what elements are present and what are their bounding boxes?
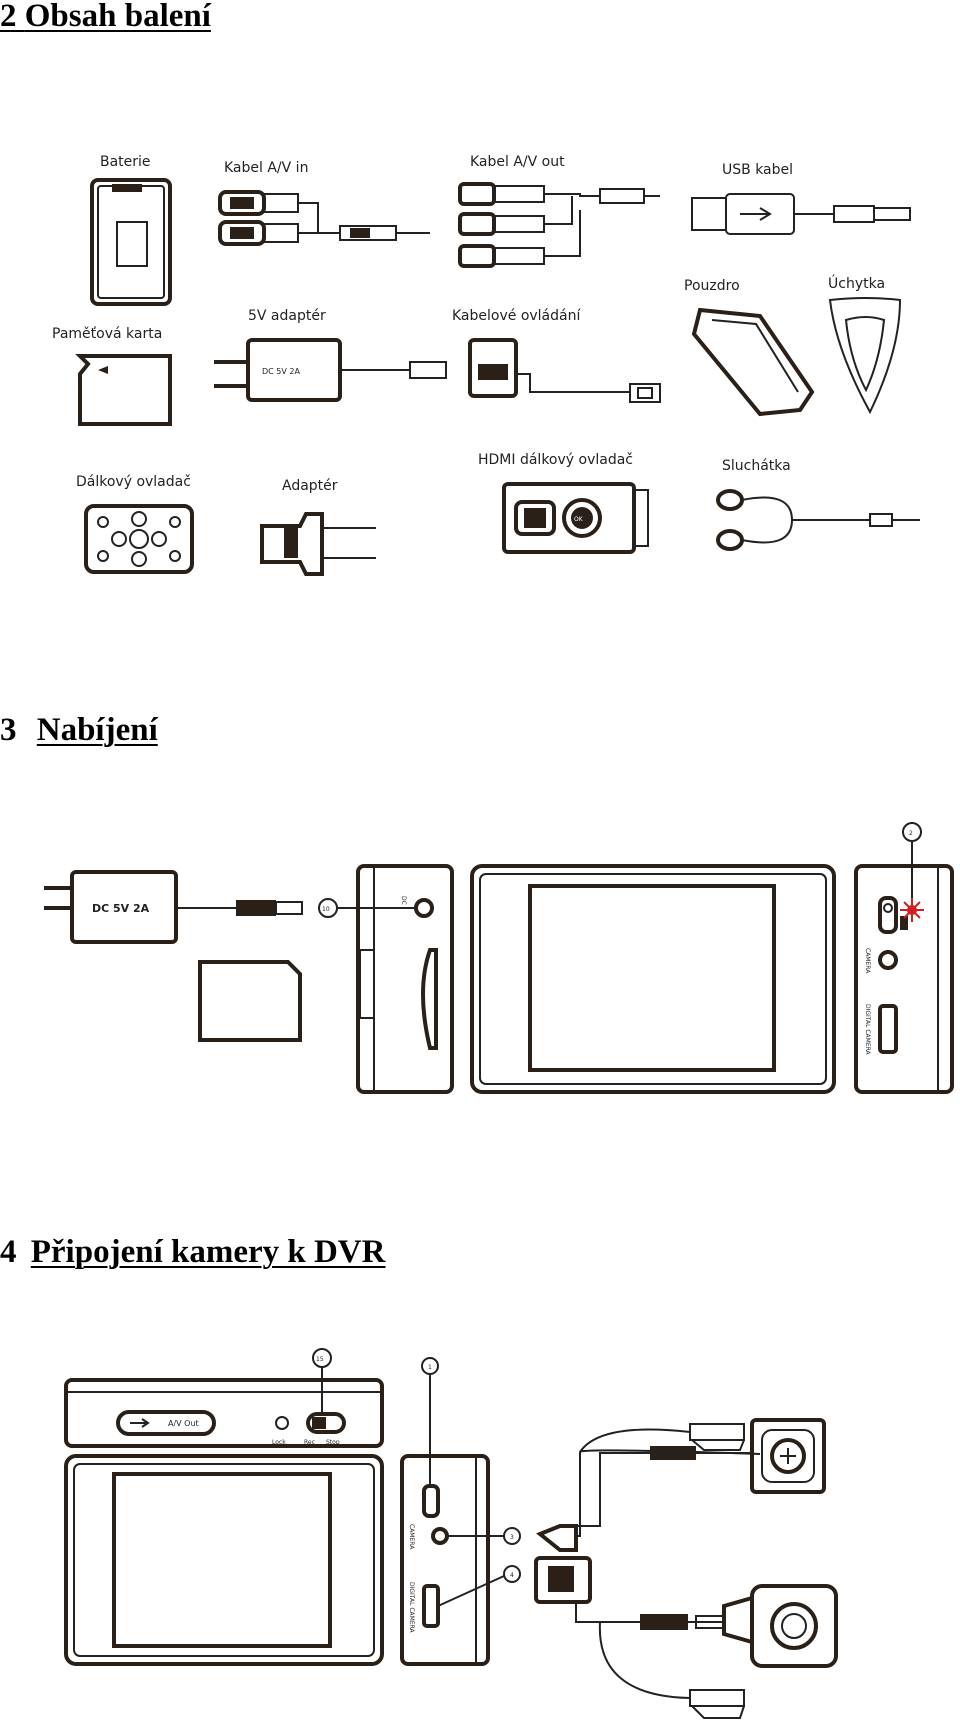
adapter-5v-item: 5V adaptér DC 5V 2A — [214, 308, 447, 402]
charging-memory-card — [198, 960, 302, 1042]
dvr-front — [470, 864, 836, 1094]
usb-cable-item: USB kabel — [691, 162, 911, 235]
clip-item: Úchytka — [828, 274, 902, 415]
camera-port-text: CAMERA — [864, 948, 871, 974]
digital-camera-cable — [534, 1556, 838, 1719]
av-out-cable-item: Kabel A/V out — [458, 154, 660, 268]
dvr-front-connect — [64, 1454, 384, 1666]
dvr-side-connect: CAMERA DIGITAL CAMERA 1 3 4 — [400, 1357, 521, 1666]
callout-3: 3 — [510, 1534, 514, 1541]
charger-spec-text: DC 5V 2A — [92, 902, 150, 915]
package-contents-figure: Baterie Kabel A/V in Kabel A/V out — [52, 154, 920, 576]
callout-10: 10 — [322, 906, 330, 913]
digital-camera-port-text: DIGITAL CAMERA — [408, 1582, 415, 1634]
charging-led-indicator — [900, 898, 924, 922]
wired-control-item: Kabelové ovládání — [452, 308, 661, 403]
clip-label: Úchytka — [828, 274, 885, 292]
heading-title: Nabíjení — [36, 712, 158, 748]
hdmi-remote-item: HDMI dálkový ovladač OK — [478, 452, 649, 554]
dvr-side-left: DC 10 — [318, 864, 454, 1094]
analog-camera-cable — [536, 1418, 826, 1552]
section-heading-connect: 4 Připojení kamery k DVR — [0, 1232, 385, 1272]
adapter-5v-label: 5V adaptér — [248, 308, 326, 324]
digital-camera-port-text: DIGITAL CAMERA — [864, 1004, 871, 1056]
dc-port-text: DC — [400, 896, 407, 905]
heading-number: 4 — [0, 1234, 17, 1270]
remote-label: Dálkový ovladač — [76, 474, 191, 490]
dvr-top-view: A/V Out Lock Rec Stop 15 — [64, 1348, 384, 1448]
camera-connection-figure: A/V Out Lock Rec Stop 15 CAMERA DIGITAL … — [64, 1348, 838, 1719]
heading-number: 3 — [0, 712, 17, 748]
usb-label: USB kabel — [722, 162, 793, 178]
memory-card-item: Paměťová karta — [52, 326, 172, 426]
pouch-label: Pouzdro — [684, 278, 740, 294]
hdmi-ok-text: OK — [574, 516, 584, 523]
pouch-item: Pouzdro — [684, 278, 815, 417]
section-heading-charging: 3 Nabíjení — [0, 710, 158, 750]
charger-adapter: DC 5V 2A — [44, 870, 303, 944]
charging-figure: DC 5V 2A DC 10 CAMERA DIGITAL CAMERA — [44, 822, 954, 1094]
remote-item: Dálkový ovladač — [76, 474, 194, 574]
callout-1: 1 — [428, 1364, 432, 1371]
earphones-label: Sluchátka — [722, 458, 791, 474]
battery-label: Baterie — [100, 154, 151, 170]
plug-adapter-label: Adaptér — [282, 478, 338, 494]
adapter-spec-text: DC 5V 2A — [262, 367, 300, 376]
wired-control-label: Kabelové ovládání — [452, 308, 581, 324]
hdmi-remote-label: HDMI dálkový ovladač — [478, 452, 633, 468]
section-heading-contents: 2 Obsah balení — [0, 0, 211, 36]
earphones-item: Sluchátka — [716, 458, 920, 551]
stop-text: Stop — [326, 1439, 340, 1446]
av-in-cable-item: Kabel A/V in — [218, 160, 430, 246]
camera-port-text: CAMERA — [408, 1524, 415, 1550]
av-out-port-text: A/V Out — [168, 1419, 199, 1428]
plug-adapter-item: Adaptér — [260, 478, 376, 576]
memory-card-label: Paměťová karta — [52, 326, 162, 342]
heading-title: Připojení kamery k DVR — [30, 1234, 386, 1270]
av-out-label: Kabel A/V out — [470, 154, 565, 170]
battery-item: Baterie — [90, 154, 172, 306]
lock-text: Lock — [272, 1439, 286, 1446]
av-in-label: Kabel A/V in — [224, 160, 308, 176]
dvr-side-right: CAMERA DIGITAL CAMERA 2 — [854, 822, 954, 1094]
callout-2: 2 — [909, 830, 913, 837]
callout-15: 15 — [316, 1356, 324, 1363]
heading-text: 2 Obsah balení — [0, 0, 211, 34]
callout-4: 4 — [510, 1572, 514, 1579]
rec-text: Rec — [304, 1439, 315, 1446]
